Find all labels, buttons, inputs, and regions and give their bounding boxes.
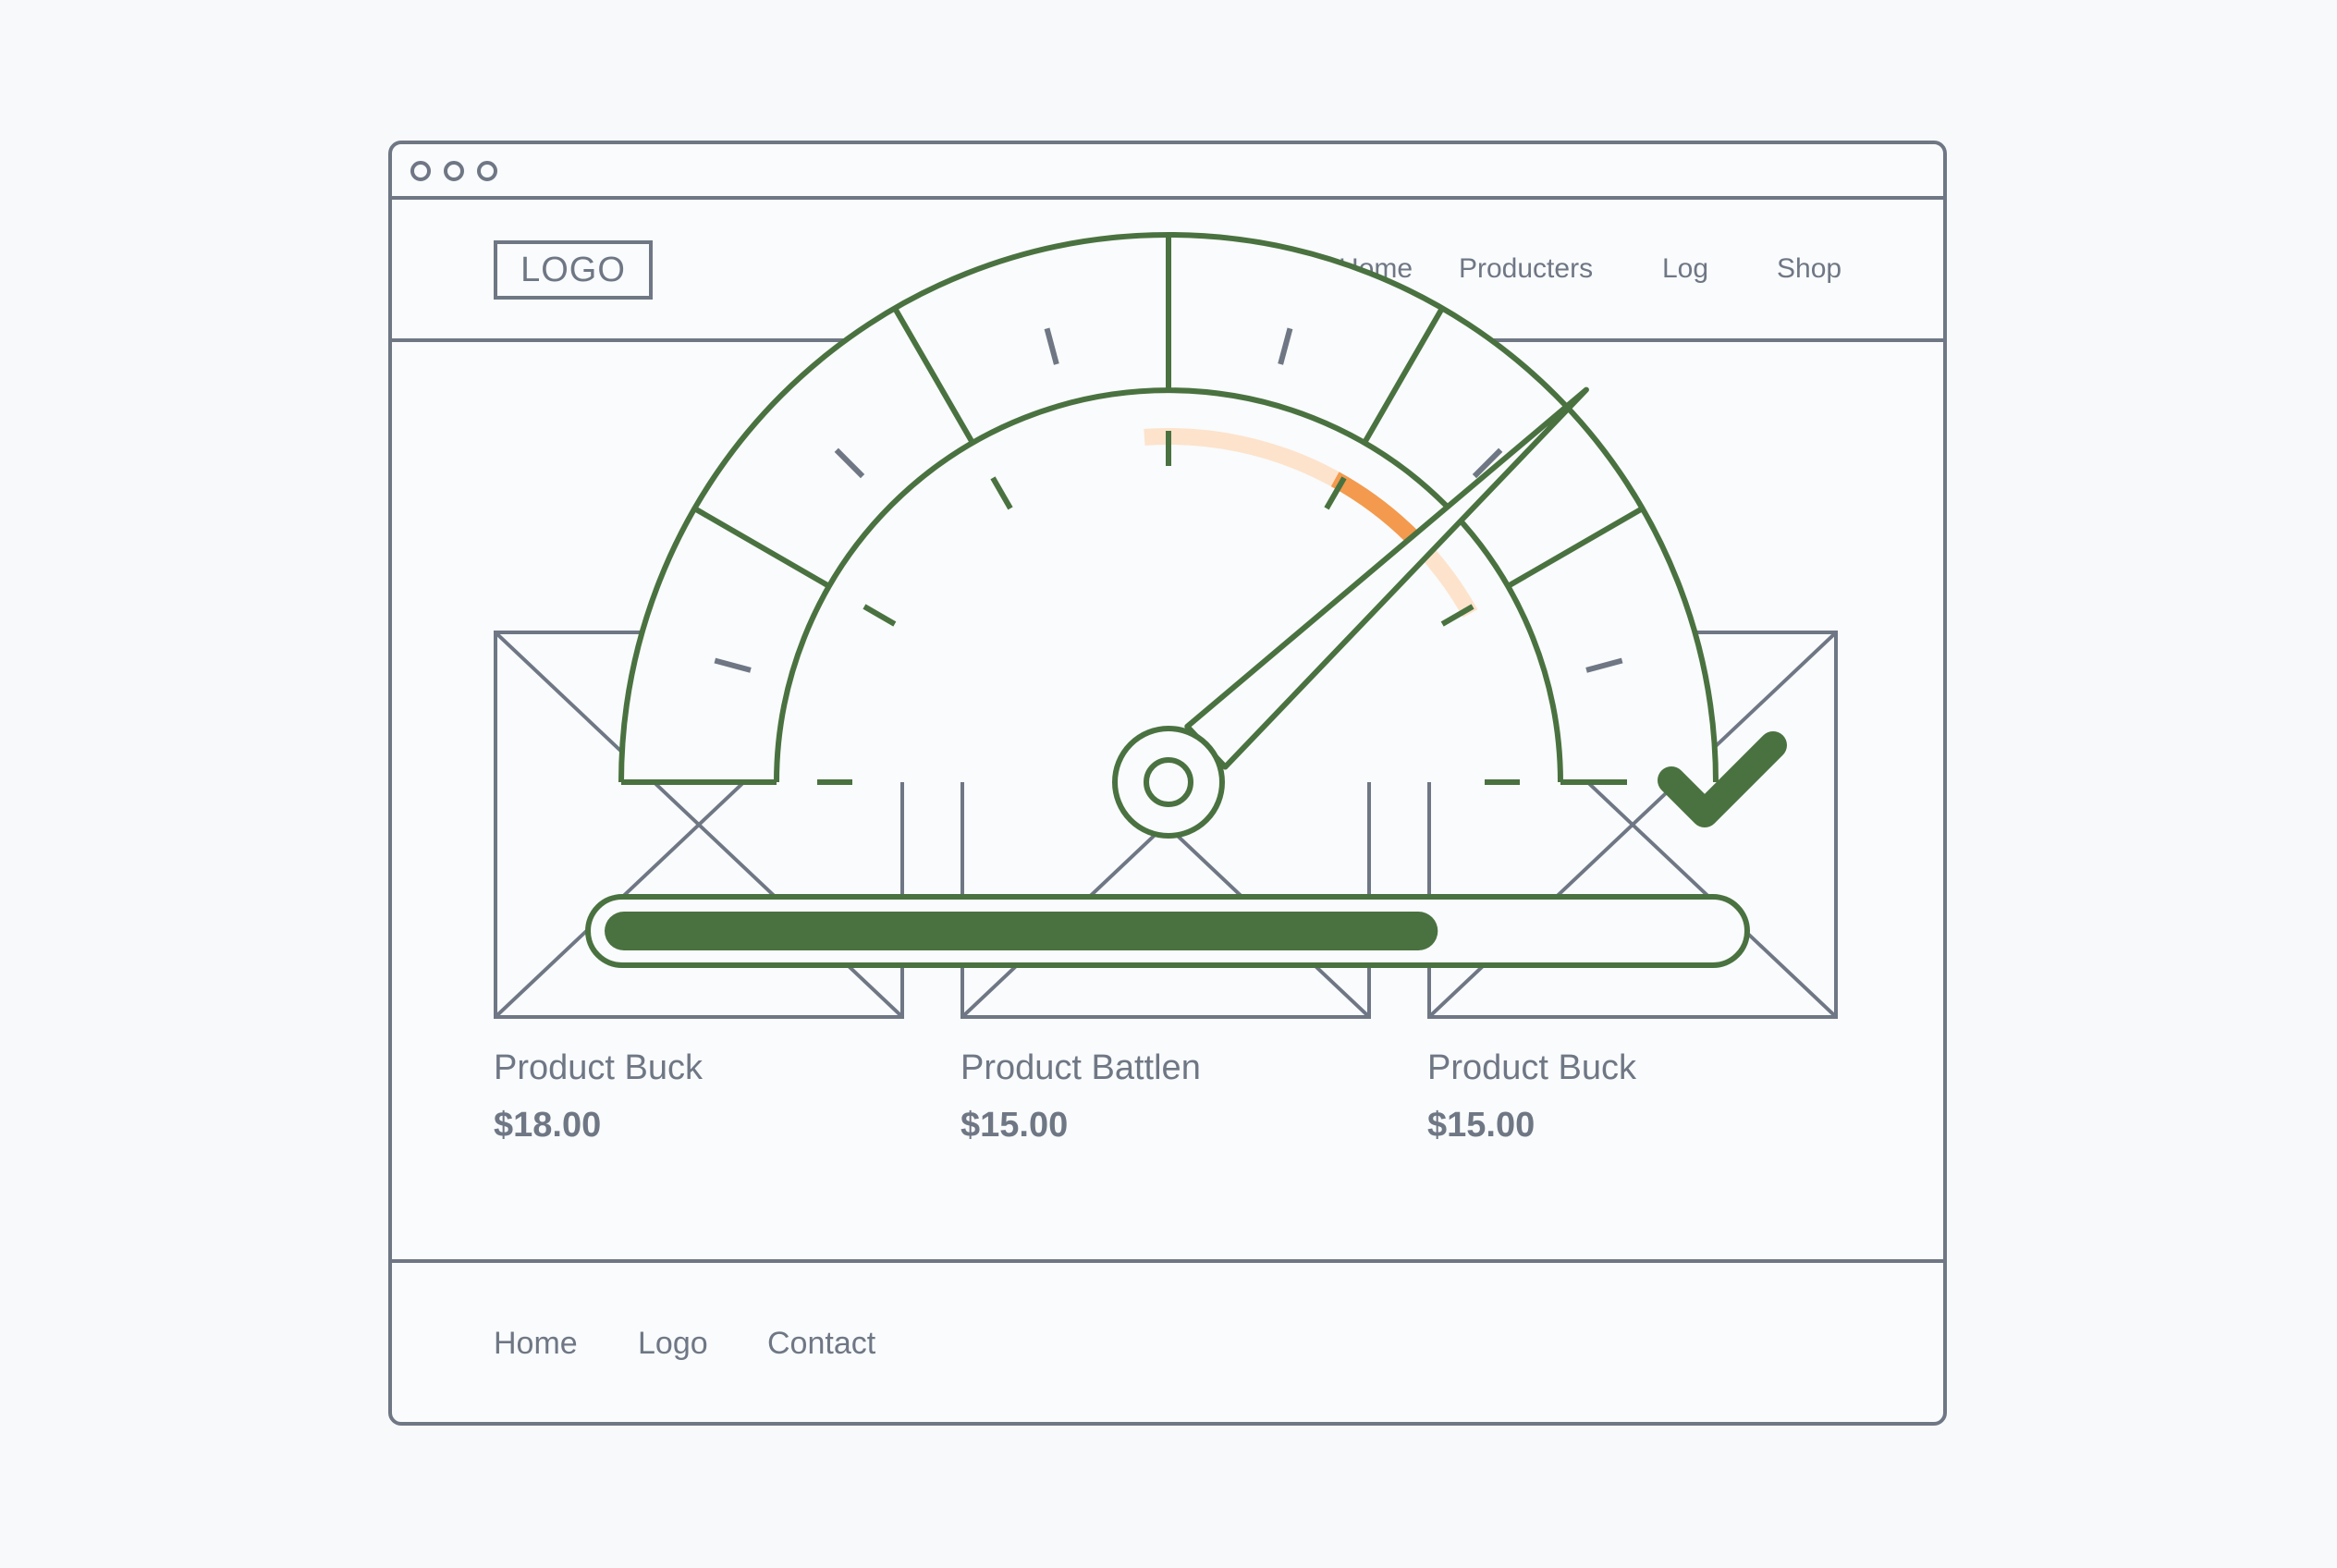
gauge-minor-tick (1278, 327, 1293, 365)
window-control-dot[interactable] (444, 161, 464, 181)
progress-bar-fill (605, 912, 1438, 950)
product-price: $15.00 (960, 1106, 1069, 1145)
gauge-ticks (714, 327, 1623, 785)
site-logo[interactable]: LOGO (494, 240, 653, 300)
footer-link-contact[interactable]: Contact (767, 1326, 876, 1361)
product-name[interactable]: Product Battlen (960, 1048, 1201, 1087)
product-price: $15.00 (1427, 1106, 1536, 1145)
gauge-hub-center (1144, 757, 1193, 807)
nav-link-shop[interactable]: Shop (1777, 253, 1842, 284)
gauge-sector-dividers (692, 235, 1645, 588)
gauge-major-tick (863, 604, 897, 627)
gauge-minor-tick (834, 447, 865, 479)
gauge-inner-arc (774, 387, 1563, 783)
window-control-dot[interactable] (410, 161, 431, 181)
footer-link-home[interactable]: Home (494, 1326, 578, 1361)
gauge-sector-divider (1363, 306, 1445, 443)
gauge-sector-divider (1508, 506, 1645, 588)
gauge-level-band (1144, 428, 1478, 618)
footer-link-logo[interactable]: Logo (638, 1326, 708, 1361)
window-control-dot[interactable] (477, 161, 497, 181)
gauge-minor-tick (1472, 447, 1503, 479)
nav-link-producters[interactable]: Producters (1459, 253, 1594, 284)
gauge-major-tick (1440, 604, 1474, 627)
footer-divider (392, 1259, 1943, 1263)
gauge-minor-tick (1585, 657, 1623, 673)
gauge-minor-tick (1044, 327, 1059, 365)
product-price: $18.00 (494, 1106, 602, 1145)
product-name[interactable]: Product Buck (494, 1048, 703, 1087)
gauge-background (621, 235, 1716, 782)
browser-title-bar (392, 144, 1943, 200)
gauge-major-tick (990, 476, 1013, 510)
gauge-sector-divider (692, 506, 829, 588)
nav-link-log[interactable]: Log (1662, 253, 1709, 284)
gauge-major-tick (1324, 476, 1347, 510)
checkmark-icon (1658, 731, 1787, 827)
product-name[interactable]: Product Buck (1427, 1048, 1636, 1087)
gauge-minor-tick (714, 657, 752, 673)
gauge-sector-divider (892, 306, 974, 443)
